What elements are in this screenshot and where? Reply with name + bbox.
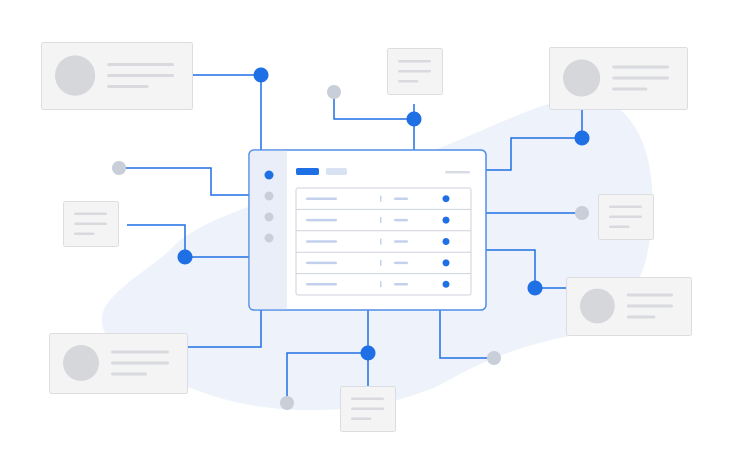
profile-card-1 bbox=[41, 42, 193, 110]
connection-node-active bbox=[574, 130, 590, 146]
table-cell-name bbox=[306, 197, 337, 200]
note-card-text-line bbox=[74, 232, 95, 235]
profile-card-text-line bbox=[626, 293, 673, 297]
connection-node-active bbox=[527, 280, 543, 296]
sidebar-item-icon bbox=[264, 191, 274, 201]
note-card-text-line bbox=[351, 407, 384, 410]
connection-node-inactive bbox=[575, 206, 589, 220]
connection-node-active bbox=[253, 67, 269, 83]
table-status-icon bbox=[442, 238, 450, 245]
note-card-1 bbox=[387, 48, 443, 95]
note-card-text-line bbox=[351, 417, 372, 420]
avatar-icon bbox=[63, 345, 99, 381]
connection-node-inactive bbox=[327, 85, 341, 99]
dashboard-header-meta bbox=[445, 171, 470, 174]
table-cell-name bbox=[306, 261, 337, 265]
table-row bbox=[306, 195, 450, 203]
connector-line-1 bbox=[192, 74, 262, 150]
dashboard-table bbox=[295, 187, 472, 296]
dashboard-tab bbox=[326, 168, 347, 175]
connection-node-active bbox=[406, 111, 422, 127]
table-cell-value bbox=[394, 218, 408, 222]
table-column-separator bbox=[380, 259, 382, 266]
note-card-text-line bbox=[398, 70, 431, 73]
table-cell-value bbox=[394, 261, 408, 265]
note-card-4 bbox=[340, 386, 396, 432]
profile-card-text-line bbox=[111, 372, 147, 376]
table-cell-name bbox=[306, 283, 337, 286]
profile-card-4 bbox=[49, 333, 188, 394]
connector-line-4 bbox=[486, 108, 583, 171]
dashboard-tab bbox=[296, 168, 319, 175]
profile-card-text-line bbox=[626, 304, 673, 308]
profile-card-text-line bbox=[107, 74, 174, 77]
table-column-separator bbox=[380, 217, 382, 224]
note-card-text-line bbox=[398, 60, 431, 63]
table-status-icon bbox=[442, 259, 450, 267]
note-card-text-line bbox=[351, 397, 384, 400]
connection-node-inactive bbox=[280, 396, 294, 410]
connection-node-inactive bbox=[487, 351, 501, 365]
note-card-text-line bbox=[609, 215, 642, 218]
note-card-text-line bbox=[609, 205, 642, 208]
table-column-separator bbox=[380, 195, 382, 202]
connection-node-active bbox=[177, 249, 193, 265]
profile-card-text-line bbox=[111, 350, 169, 354]
avatar-icon bbox=[55, 55, 96, 96]
table-cell-value bbox=[394, 197, 408, 200]
connection-node-active bbox=[360, 345, 376, 361]
profile-card-text-line bbox=[626, 315, 656, 319]
table-cell-name bbox=[306, 240, 337, 243]
note-card-text-line bbox=[74, 222, 107, 225]
note-card-3 bbox=[598, 194, 654, 240]
profile-card-3 bbox=[566, 277, 692, 336]
connector-line-8 bbox=[486, 249, 566, 289]
sidebar-item-icon bbox=[264, 170, 274, 180]
profile-card-text-line bbox=[612, 87, 648, 91]
note-card-text-line bbox=[609, 225, 630, 228]
connector-line-2 bbox=[333, 92, 415, 150]
profile-card-text-line bbox=[107, 85, 149, 88]
connector-line-5 bbox=[119, 167, 249, 196]
table-row bbox=[296, 208, 471, 224]
table-cell-value bbox=[394, 240, 408, 243]
table-row bbox=[296, 273, 471, 288]
table-status-icon bbox=[442, 280, 450, 288]
note-card-text-line bbox=[74, 212, 107, 215]
connector-line-12 bbox=[439, 310, 494, 359]
profile-card-text-line bbox=[111, 361, 169, 365]
avatar-icon bbox=[563, 59, 601, 97]
connector-line-11 bbox=[286, 352, 368, 403]
table-row bbox=[296, 230, 471, 245]
note-card-text-line bbox=[398, 80, 419, 83]
note-card-2 bbox=[63, 201, 119, 247]
table-cell-name bbox=[306, 218, 337, 222]
profile-card-text-line bbox=[612, 76, 669, 80]
table-status-icon bbox=[442, 216, 450, 224]
table-status-icon bbox=[442, 195, 450, 203]
connector-line-9 bbox=[188, 310, 262, 348]
connector-line-6 bbox=[127, 224, 249, 258]
dashboard-sidebar bbox=[249, 150, 287, 310]
avatar-icon bbox=[580, 288, 615, 324]
profile-card-text-line bbox=[612, 65, 669, 69]
profile-card-text-line bbox=[107, 63, 174, 66]
sidebar-item-icon bbox=[264, 233, 274, 243]
table-column-separator bbox=[380, 281, 382, 288]
sidebar-item-icon bbox=[264, 212, 274, 222]
profile-card-2 bbox=[549, 47, 688, 110]
table-column-separator bbox=[380, 238, 382, 245]
table-cell-value bbox=[394, 283, 408, 286]
table-row bbox=[296, 251, 471, 267]
connection-node-inactive bbox=[112, 161, 126, 175]
